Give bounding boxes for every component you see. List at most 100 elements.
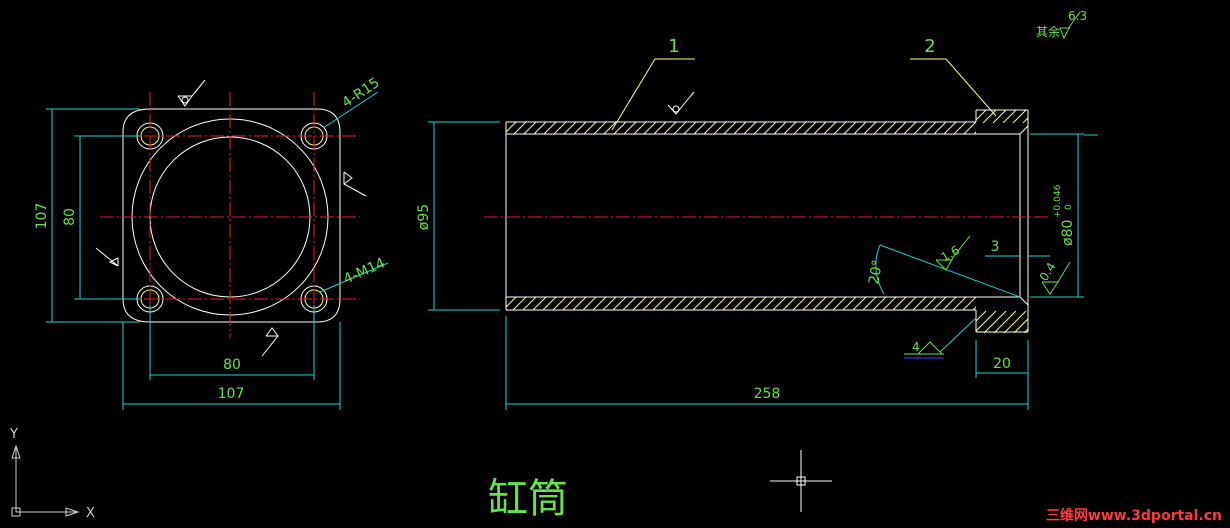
hatch-line <box>893 122 907 134</box>
hatch-line <box>983 311 1007 333</box>
dim-step-depth: 3 <box>991 239 1000 255</box>
hatch-line <box>803 122 817 134</box>
hatch-line <box>913 122 927 134</box>
hatch-line <box>512 297 527 310</box>
hatch-line <box>506 297 507 298</box>
hatch-line <box>1003 311 1027 333</box>
hatch-line <box>752 297 767 310</box>
hatch-line <box>753 122 767 134</box>
hatch-line <box>903 122 917 134</box>
hatch-line <box>572 297 587 310</box>
hatch-line <box>683 122 697 134</box>
hatch-line <box>783 122 797 134</box>
hatch-line <box>623 122 637 134</box>
hatch-line <box>712 297 727 310</box>
dim-hole-spacing-x: 80 <box>223 357 241 373</box>
hatch-line <box>522 297 537 310</box>
watermark: 三维网www.3dportal.cn <box>1046 507 1222 524</box>
dim-step-length: 20 <box>993 356 1011 372</box>
hatch-line <box>993 311 1017 333</box>
section-view <box>428 11 1098 410</box>
hatch-line <box>823 122 837 134</box>
hatch-line <box>773 122 787 134</box>
dim-length: 258 <box>754 386 781 402</box>
hatch-line <box>573 122 587 134</box>
hatch-line <box>976 311 987 322</box>
hatch-line <box>812 297 827 310</box>
ucs-icon: Y X <box>9 427 95 521</box>
hatch-line <box>973 131 976 134</box>
hatch-line <box>513 122 527 134</box>
hatch-line <box>902 297 917 310</box>
hatch-line <box>982 110 997 123</box>
hatch-line <box>976 110 977 111</box>
hatch-line <box>976 311 997 332</box>
drawing-title: 缸筒 <box>488 476 568 522</box>
hatch-line <box>853 122 867 134</box>
hatch-line <box>782 297 797 310</box>
section-dimensions <box>428 121 1098 410</box>
section-hatch <box>506 110 1056 333</box>
hatch-line <box>602 297 617 310</box>
hatch-line <box>802 297 817 310</box>
hatch-line <box>552 297 567 310</box>
crosshair-cursor[interactable] <box>770 450 832 512</box>
hatch-line <box>563 122 577 134</box>
hatch-line <box>833 122 847 134</box>
hatch-line <box>506 122 507 123</box>
hatch-line <box>883 122 897 134</box>
hatch-line <box>943 122 957 134</box>
hatch-line <box>723 122 737 134</box>
hatch-line <box>1022 117 1028 123</box>
hatch-line <box>643 122 657 134</box>
dim-hole-spacing-y: 80 <box>62 208 78 226</box>
section-surface-marks <box>667 11 1081 359</box>
hatch-line <box>692 297 707 310</box>
hatch-line <box>743 122 757 134</box>
hatch-line <box>1033 110 1046 123</box>
hatch-line <box>763 122 777 134</box>
dim-end-height: 107 <box>34 203 50 230</box>
end-view <box>46 79 389 410</box>
hatch-line <box>533 122 547 134</box>
rough-rest: 6.3 <box>1068 9 1087 23</box>
hatch-line <box>842 297 857 310</box>
end-view-dimensions <box>46 91 389 410</box>
hatch-line <box>702 297 717 310</box>
end-view-centerlines <box>100 92 360 338</box>
hatch-line <box>933 122 947 134</box>
hatch-line <box>682 297 697 310</box>
hatch-line <box>583 122 597 134</box>
hatch-line <box>603 122 617 134</box>
hatch-line <box>662 297 677 310</box>
balloon-1: 1 <box>668 36 679 57</box>
hatch-line <box>542 297 557 310</box>
hatch-line <box>984 122 996 134</box>
hatch-line <box>772 297 787 310</box>
hatch-line <box>733 122 747 134</box>
dim-chamfer-angle: 20° <box>866 258 886 285</box>
hatch-line <box>742 297 757 310</box>
hatch-line <box>543 122 557 134</box>
leaders <box>611 58 997 131</box>
hatch-line <box>612 297 627 310</box>
hatch-line <box>673 122 687 134</box>
hatch-line <box>703 122 717 134</box>
ucs-x-label: X <box>86 506 95 521</box>
dim-bore-tol-upper: +0.046 <box>1053 184 1063 218</box>
hatch-line <box>593 122 607 134</box>
balloon-2: 2 <box>924 36 935 57</box>
hatch-line <box>1034 311 1056 333</box>
hatch-line <box>976 110 987 121</box>
section-outline <box>505 109 1029 333</box>
hatch-line <box>922 297 937 310</box>
hatch-line <box>1023 328 1028 333</box>
hatch-line <box>622 297 637 310</box>
hatch-line <box>792 297 807 310</box>
hatch-line <box>523 122 537 134</box>
hatch-line <box>672 297 687 310</box>
hatch-line <box>962 297 976 310</box>
hatch-line <box>762 297 777 310</box>
hatch-line <box>843 122 857 134</box>
